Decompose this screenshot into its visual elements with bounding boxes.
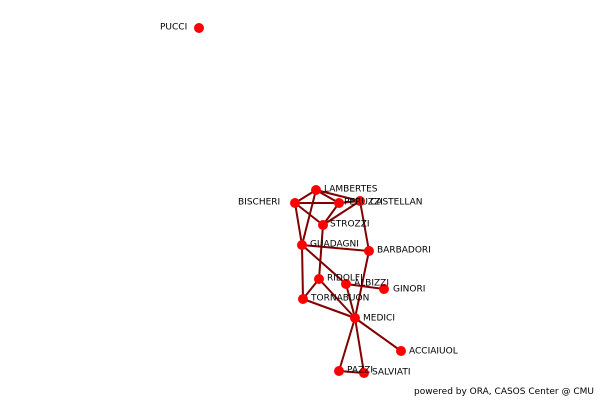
- node-bischeri[interactable]: [290, 198, 300, 208]
- footer-credit: powered by ORA, CASOS Center @ CMU: [414, 387, 594, 397]
- edge-bischeri-guadagni: [294, 202, 303, 246]
- edge-lambertes-castellan: [315, 189, 361, 202]
- edge-strozzi-ridolfi: [318, 224, 324, 280]
- edge-albizzi-medici: [345, 283, 356, 319]
- node-peruzzi[interactable]: [334, 198, 344, 208]
- edge-medici-pazzi: [338, 317, 356, 372]
- edge-albizzi-ginori: [345, 283, 385, 290]
- edge-castellan-strozzi: [322, 200, 361, 226]
- node-castellan[interactable]: [355, 196, 365, 206]
- node-label-lambertes: LAMBERTES: [324, 185, 378, 195]
- node-label-peruzzi: PERUZZI: [344, 198, 383, 208]
- edge-lambertes-guadagni: [301, 189, 317, 246]
- node-acciaiuol[interactable]: [396, 346, 406, 356]
- node-label-salviati: SALVIATI: [372, 368, 410, 378]
- nodes-layer: [194, 23, 406, 378]
- edges-layer: [294, 189, 402, 374]
- node-label-guadagni: GUADAGNI: [310, 240, 359, 250]
- node-guadagni[interactable]: [297, 240, 307, 250]
- edge-tornabuon-medici: [302, 298, 356, 319]
- node-pucci[interactable]: [194, 23, 204, 33]
- node-label-ginori: GINORI: [393, 285, 425, 295]
- edge-guadagni-tornabuon: [301, 244, 304, 300]
- edge-guadagni-barbadori: [301, 244, 370, 252]
- node-label-acciaiuol: ACCIAIUOL: [409, 347, 458, 357]
- node-albizzi[interactable]: [341, 279, 351, 289]
- edge-ridolfi-medici: [318, 278, 356, 319]
- node-medici[interactable]: [350, 313, 360, 323]
- edge-medici-acciaiuol: [354, 317, 402, 352]
- node-lambertes[interactable]: [311, 185, 321, 195]
- node-label-ridolfi: RIDOLFI: [327, 274, 363, 284]
- node-barbadori[interactable]: [364, 246, 374, 256]
- edge-medici-salviati: [354, 317, 365, 374]
- node-strozzi[interactable]: [318, 220, 328, 230]
- node-label-tornabuon: TORNABUON: [310, 294, 369, 304]
- node-ginori[interactable]: [379, 284, 389, 294]
- edge-castellan-barbadori: [359, 200, 370, 252]
- node-pazzi[interactable]: [334, 366, 344, 376]
- node-label-barbadori: BARBADORI: [377, 246, 431, 256]
- node-ridolfi[interactable]: [314, 274, 324, 284]
- edge-guadagni-albizzi: [301, 244, 347, 285]
- node-salviati[interactable]: [359, 368, 369, 378]
- node-label-pazzi: PAZZI: [347, 366, 373, 376]
- node-label-bischeri: BISCHERI: [238, 198, 280, 208]
- edge-barbadori-medici: [354, 250, 370, 319]
- node-label-castellan: CASTELLAN: [370, 198, 422, 208]
- node-label-medici: MEDICI: [363, 314, 395, 324]
- edge-bischeri-strozzi: [294, 202, 324, 226]
- node-tornabuon[interactable]: [298, 294, 308, 304]
- node-label-pucci: PUCCI: [160, 23, 187, 33]
- node-label-strozzi: STROZZI: [330, 220, 370, 230]
- node-label-albizzi: ALBIZZI: [354, 279, 389, 289]
